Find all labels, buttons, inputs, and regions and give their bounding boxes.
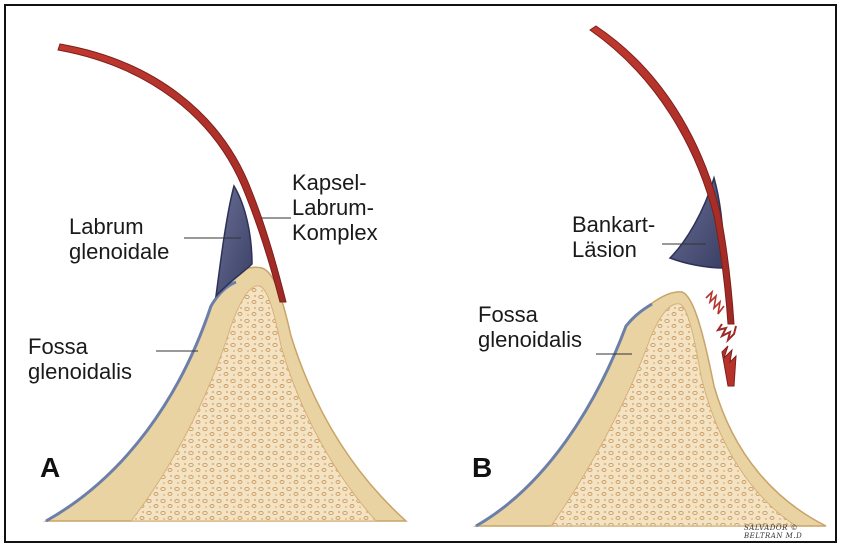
- figure-frame: Kapsel- Labrum- Komplex Labrum glenoidal…: [4, 4, 837, 543]
- panel-b-letter: B: [472, 452, 492, 484]
- bankart-lesion-label: Bankart- Läsion: [572, 212, 655, 262]
- panel-a-fossa-glenoidalis-label: Fossa glenoidalis: [28, 334, 132, 384]
- panel-a-letter: A: [40, 452, 60, 484]
- panel-b-capsule-upper: [590, 26, 734, 324]
- panel-b-fossa-glenoidalis-label: Fossa glenoidalis: [478, 302, 582, 352]
- panel-a-drawing: [46, 44, 406, 521]
- panel-b-capsule-lower: [722, 346, 736, 386]
- artist-signature: SALVADOR © BELTRAN M.D: [744, 524, 802, 540]
- capsule-labrum-complex-label: Kapsel- Labrum- Komplex: [292, 170, 378, 245]
- panel-b-drawing: [476, 26, 826, 526]
- panel-b-periosteum-fray: [706, 292, 724, 314]
- labrum-glenoidale-label: Labrum glenoidale: [69, 214, 169, 264]
- anatomy-illustration: [6, 6, 837, 543]
- panel-b-capsule-frayed-end: [718, 324, 736, 340]
